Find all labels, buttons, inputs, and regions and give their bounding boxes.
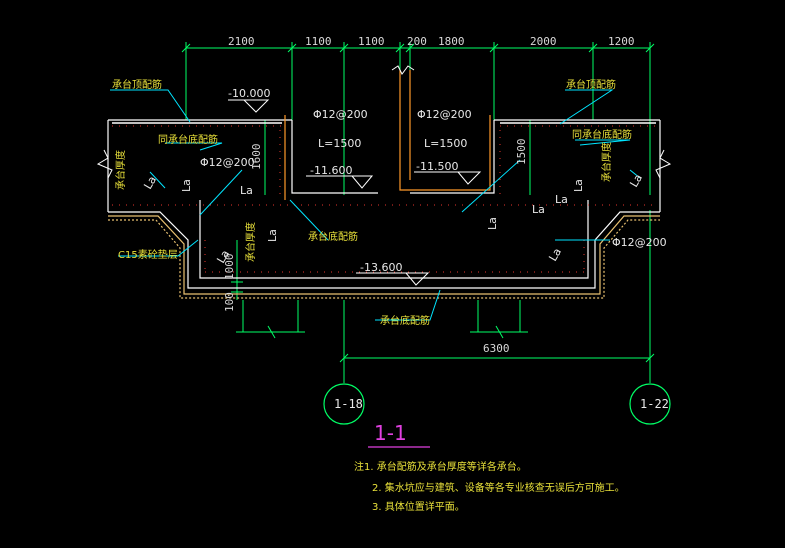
len-right: L=1500	[424, 137, 467, 150]
la-8: La	[214, 248, 232, 266]
rebar-left-side: Φ12@200	[200, 156, 255, 169]
sump-wall	[284, 70, 491, 200]
label-bottom-bar-mid: 承台底配筋	[308, 230, 358, 243]
rebar-left-top: Φ12@200	[313, 108, 368, 121]
axis-lines	[343, 300, 651, 383]
axis-bubble-right	[629, 383, 671, 425]
note-1: 注1. 承台配筋及承台厚度等详各承台。	[354, 460, 527, 473]
len-left: L=1500	[318, 137, 361, 150]
label-top-bar-right: 承台顶配筋	[566, 78, 616, 91]
la-4: La	[180, 179, 193, 192]
label-thick-left: 承台厚度	[114, 150, 127, 190]
label-bottom-bar-low: 承台底配筋	[380, 314, 430, 327]
dim-1100-a: 1100	[305, 35, 332, 48]
elev-mid-right: -11.500	[416, 160, 458, 173]
dim-1600: 1600	[250, 144, 263, 171]
la-1: La	[240, 184, 253, 197]
dim-1100-b: 1100	[358, 35, 385, 48]
label-same-bottom-right: 同承台底配筋	[572, 128, 632, 141]
break-symbols	[96, 65, 672, 179]
leader-lines	[110, 89, 641, 321]
elev-top-left: -10.000	[228, 87, 270, 100]
la-6: La	[266, 229, 279, 242]
dim-6300: 6300	[483, 342, 510, 355]
label-thick-mid: 承台厚度	[244, 222, 257, 262]
label-cushion: C15素砼垫层	[118, 248, 178, 261]
la-3: La	[555, 193, 568, 206]
dim-200: 200	[407, 35, 427, 48]
dim-2000: 2000	[530, 35, 557, 48]
label-same-bottom-left: 同承台底配筋	[158, 133, 218, 146]
bottom-dimension-chain	[236, 210, 655, 380]
label-top-bar-left: 承台顶配筋	[112, 78, 162, 91]
dim-1200: 1200	[608, 35, 635, 48]
la-9: La	[546, 246, 564, 264]
axis-label-left: 1-18	[334, 397, 363, 411]
rebar-lines	[112, 125, 656, 273]
rebar-right-top: Φ12@200	[417, 108, 472, 121]
note-2: 2. 集水坑应与建筑、设备等各专业核查无误后方可施工。	[372, 481, 625, 494]
la-11: La	[627, 172, 645, 190]
concrete-outline	[107, 119, 661, 289]
la-5: La	[572, 179, 585, 192]
side-dimensions	[231, 120, 531, 300]
cushion-layer	[108, 215, 660, 299]
axis-label-right: 1-22	[640, 397, 669, 411]
la-2: La	[532, 203, 545, 216]
axis-bubble-left	[323, 383, 365, 425]
rebar-right-side: Φ12@200	[612, 236, 667, 249]
top-dimension-chain	[181, 42, 655, 195]
note-3: 3. 具体位置详平面。	[372, 500, 465, 513]
dim-1500: 1500	[515, 139, 528, 166]
elev-bottom: -13.600	[360, 261, 402, 274]
dim-1000: 1000	[223, 254, 236, 281]
la-10: La	[141, 174, 159, 192]
dim-2100: 2100	[228, 35, 255, 48]
elevation-markers	[228, 99, 482, 286]
label-thick-right: 承台厚度	[600, 142, 613, 182]
dim-1800: 1800	[438, 35, 465, 48]
elev-mid-left: -11.600	[310, 164, 352, 177]
section-title: 1-1	[374, 421, 407, 445]
la-7: La	[486, 217, 499, 230]
dim-100: 100	[223, 292, 236, 312]
